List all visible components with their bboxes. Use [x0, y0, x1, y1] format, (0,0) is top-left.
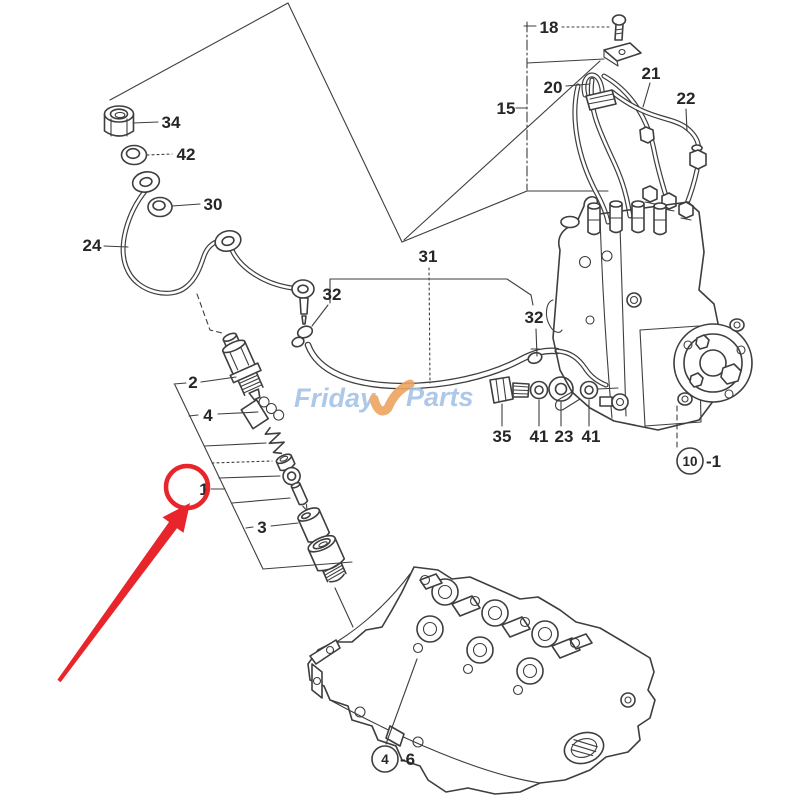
callout-23: 23 — [555, 427, 574, 446]
head-ref-number: 4 — [381, 752, 389, 767]
nozzle-to-head-line — [334, 587, 354, 628]
pipe-joint-23 — [548, 376, 574, 402]
pipe-stub-and-clamp — [291, 297, 314, 348]
watermark-word2: Parts — [406, 382, 474, 412]
pipe-eye-middle — [214, 229, 242, 253]
callout-42: 42 — [177, 145, 196, 164]
pipe-set-box: 18 15 — [497, 14, 642, 192]
callout-41-right: 41 — [582, 427, 601, 446]
injector-exploded-column — [221, 332, 347, 583]
callout-3: 3 — [257, 518, 266, 537]
fuel-injection-pump: 10 -1 — [545, 196, 753, 475]
washer-41-left — [529, 380, 549, 400]
nozzle-holder-part2 — [221, 332, 264, 401]
pump-inlet-banjo — [599, 393, 629, 411]
delivery-valve-holders — [587, 200, 667, 236]
spring-seat-nut — [275, 453, 296, 472]
injection-pipes: 20 21 22 — [544, 64, 707, 225]
hose-clamp-right — [527, 351, 543, 365]
callout-18: 18 — [540, 18, 559, 37]
cap-nut-34 — [103, 105, 135, 137]
callout-35: 35 — [493, 427, 512, 446]
pipe-clamp-20 — [585, 89, 617, 111]
callout-2: 2 — [188, 373, 197, 392]
pump-mounting-flange — [673, 318, 753, 406]
hose-callout-labels: 32 32 31 — [311, 247, 544, 384]
injection-pipe-assembly — [103, 105, 315, 348]
watermark: Friday Parts — [294, 379, 474, 416]
head-side-bracket — [309, 639, 341, 699]
callout-22: 22 — [677, 89, 696, 108]
joint-bolt-35 — [489, 376, 530, 404]
bolt-18 — [611, 14, 627, 41]
fuel-hose-assembly — [304, 341, 609, 390]
highlight-arrow-icon — [57, 503, 191, 683]
callout-1-highlighted: 1 — [199, 480, 208, 499]
seal-washer-42 — [120, 144, 148, 166]
washer-41-right — [579, 380, 599, 400]
watermark-checkmark-icon — [369, 379, 415, 416]
callout-15: 15 — [497, 99, 516, 118]
valve-springs — [416, 578, 559, 685]
callout-31: 31 — [419, 247, 438, 266]
head-reference: 4 -6 — [371, 745, 415, 773]
nozzle-spring — [264, 426, 285, 455]
shim-set-part4 — [240, 396, 285, 430]
injector-bracket-labels: 2 4 1 3 — [173, 373, 353, 570]
callout-32-right: 32 — [525, 308, 544, 327]
seal-washer-30 — [147, 196, 173, 218]
projection-lines — [109, 2, 601, 243]
push-rod-pin — [290, 481, 309, 512]
nozzle-retaining-nut — [307, 534, 347, 583]
watermark-word1: Friday — [294, 383, 377, 413]
callout-32-left: 32 — [323, 285, 342, 304]
highlight-annotation — [57, 463, 211, 683]
pipe-eye-upper — [131, 171, 161, 193]
callout-24: 24 — [83, 236, 102, 255]
left-callout-labels: 34 42 30 24 — [83, 113, 223, 255]
banjo-bolt-assembly: 35 41 23 41 — [489, 376, 619, 446]
callout-4: 4 — [203, 406, 213, 425]
callout-41-left: 41 — [530, 427, 549, 446]
head-ref-suffix: -6 — [400, 750, 415, 769]
callout-21: 21 — [642, 64, 661, 83]
pump-ref-suffix: -1 — [706, 452, 721, 471]
thermostat-port — [563, 731, 605, 765]
pump-reference: 10 -1 — [676, 447, 721, 475]
callout-30: 30 — [204, 195, 223, 214]
pump-ref-number: 10 — [682, 454, 697, 469]
head-studs — [412, 574, 581, 696]
pipe-to-injector-dash — [196, 293, 223, 334]
pipe-eye-lower — [291, 279, 315, 299]
callout-20: 20 — [544, 78, 563, 97]
oil-filler-cap — [560, 215, 580, 229]
rocker-pedestals — [419, 573, 593, 659]
callout-34: 34 — [162, 113, 181, 132]
cylinder-head: 4 -6 — [307, 566, 656, 795]
pipe-clamp-plate — [603, 42, 642, 67]
